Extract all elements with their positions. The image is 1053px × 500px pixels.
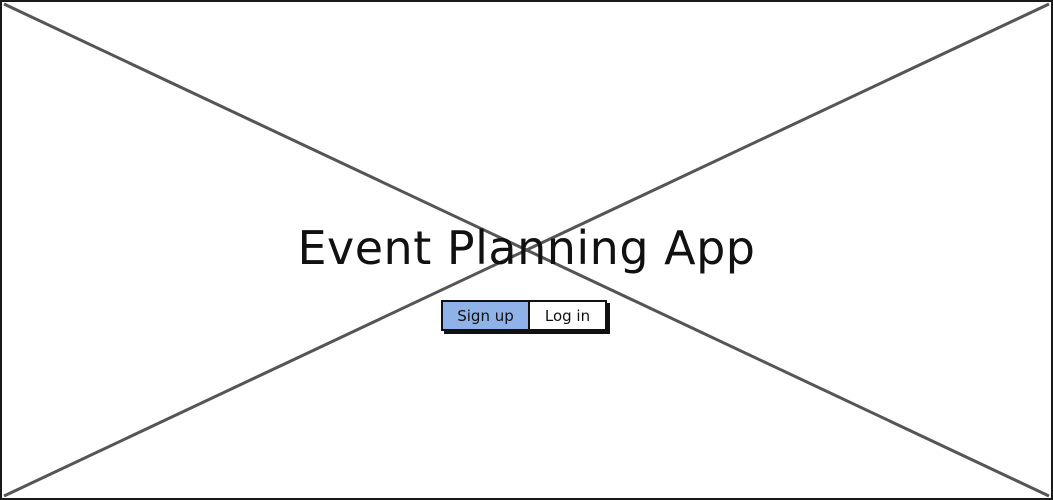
app-title: Event Planning App (297, 221, 756, 275)
login-button[interactable]: Log in (530, 300, 607, 331)
auth-button-group: Sign up Log in (441, 300, 607, 331)
signup-button[interactable]: Sign up (441, 300, 530, 331)
